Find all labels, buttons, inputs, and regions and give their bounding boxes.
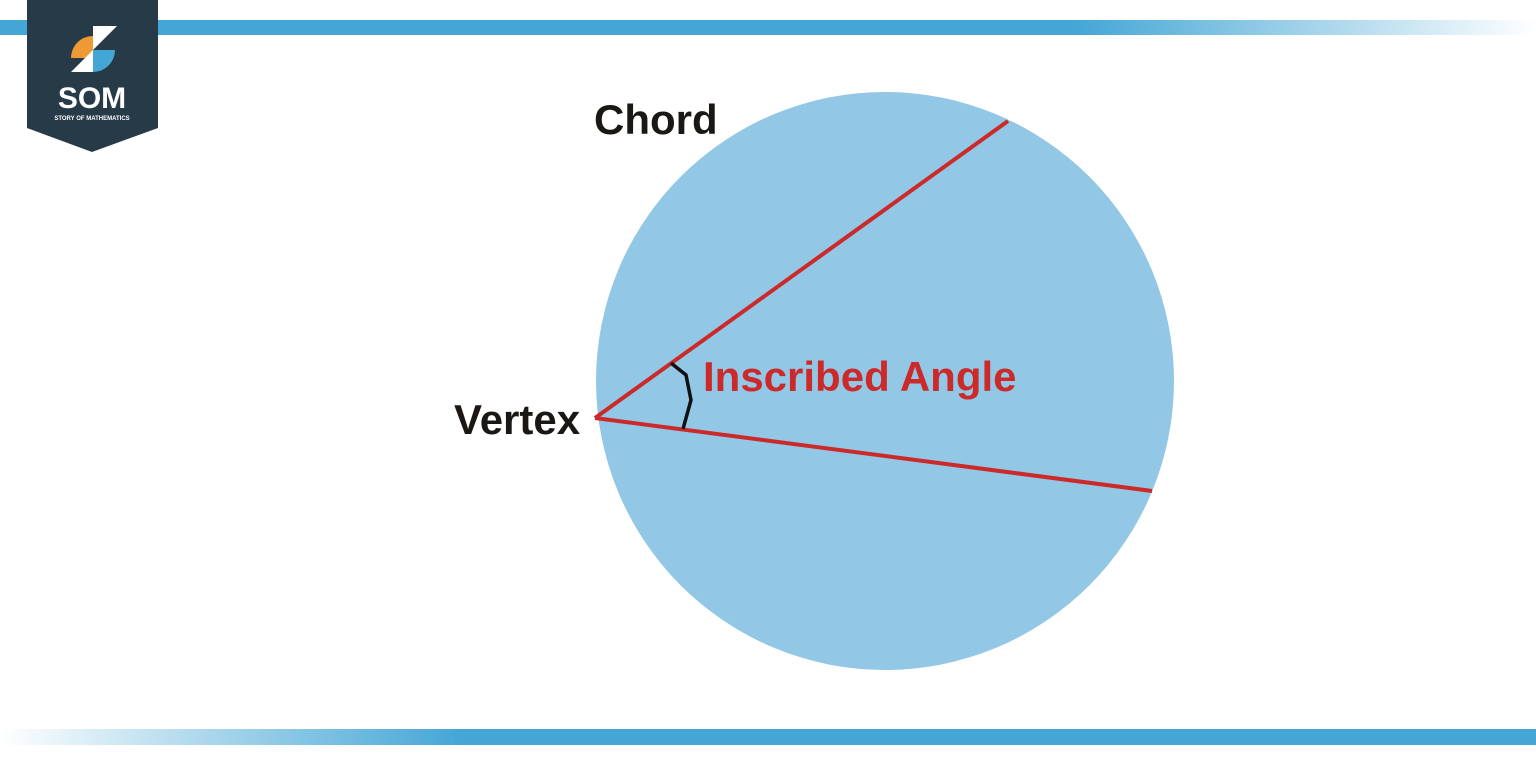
- top-stripe: [0, 20, 1536, 35]
- chord-upper: [593, 119, 1010, 420]
- circle: [596, 92, 1174, 670]
- logo-orange-quadrant: [71, 36, 93, 58]
- logo-blue-quadrant: [93, 50, 115, 72]
- logo-subtitle: STORY OF MATHEMATICS: [54, 116, 129, 122]
- som-logo: SOM STORY OF MATHEMATICS: [27, 0, 158, 152]
- logo-text: SOM: [58, 82, 126, 115]
- bottom-stripe: [0, 729, 1536, 745]
- angle-arc: [669, 361, 693, 430]
- chord-lower: [594, 416, 1153, 493]
- inscribed-angle-label: Inscribed Angle: [703, 353, 1017, 400]
- vertex-label: Vertex: [454, 396, 581, 443]
- chord-label: Chord: [594, 96, 718, 143]
